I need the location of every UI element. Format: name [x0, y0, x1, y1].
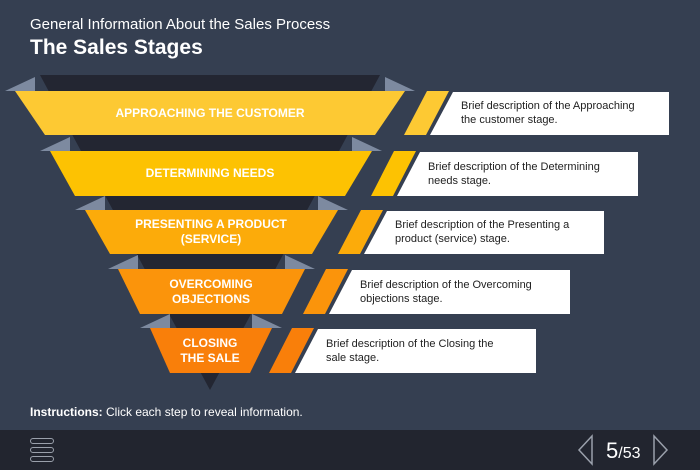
prev-arrow-icon[interactable] — [576, 434, 596, 466]
funnel-stage-5[interactable] — [150, 328, 272, 373]
funnel-side-right — [252, 314, 282, 328]
stage-accent-stripe — [269, 328, 314, 373]
stage-description-1: Brief description of the Approaching the… — [461, 100, 635, 126]
funnel-side-left — [75, 196, 105, 210]
funnel-side-right — [285, 255, 315, 269]
footer-bar: 5/53 — [0, 430, 700, 470]
total-pages: /53 — [618, 445, 641, 462]
description-box — [364, 211, 604, 254]
description-box — [397, 152, 638, 196]
stage-label-5[interactable]: CLOSING THE SALE — [180, 335, 240, 365]
funnel-side-left — [140, 314, 170, 328]
instructions-body: Click each step to reveal information. — [102, 405, 303, 419]
stage-description-2: Brief description of the Determining nee… — [428, 160, 600, 187]
funnel-stage-3[interactable] — [85, 210, 338, 254]
stage-label-1[interactable]: APPROACHING THE CUSTOMER — [115, 105, 305, 120]
funnel-side-left — [108, 255, 138, 269]
menu-button[interactable] — [30, 438, 54, 462]
stage-accent-stripe — [371, 151, 416, 196]
description-box — [295, 329, 536, 373]
stage-label-2[interactable]: DETERMINING NEEDS — [145, 166, 275, 180]
stage-description-3: Brief description of the Presenting a pr… — [395, 219, 570, 245]
funnel-side-right — [385, 77, 415, 91]
stage-accent-stripe — [338, 210, 383, 254]
funnel-diagram — [5, 75, 669, 390]
funnel-stage-4[interactable] — [118, 269, 305, 314]
description-box — [329, 270, 570, 314]
instructions-label: Instructions: — [30, 405, 103, 419]
section-subtitle: General Information About the Sales Proc… — [30, 16, 331, 33]
funnel-side-left — [40, 137, 70, 151]
stage-description-4: Brief description of the Overcoming obje… — [360, 278, 532, 305]
instructions-text: Instructions: Click each step to reveal … — [30, 405, 303, 419]
funnel-side-left — [5, 77, 35, 91]
stage-description-5: Brief description of the Closing the sal… — [326, 337, 494, 364]
description-box — [430, 92, 669, 135]
stage-label-4[interactable]: OVERCOMING OBJECTIONS — [169, 276, 253, 306]
stage-accent-stripe — [404, 91, 449, 135]
funnel-side-right — [352, 137, 382, 151]
page-title: The Sales Stages — [30, 36, 203, 59]
next-arrow-icon[interactable] — [651, 434, 671, 466]
stage-accent-stripe — [303, 269, 348, 314]
funnel-stage-1[interactable] — [15, 91, 405, 135]
stage-label-3[interactable]: PRESENTING A PRODUCT (SERVICE) — [135, 217, 287, 246]
funnel-side-right — [318, 196, 348, 210]
current-page: 5 — [606, 438, 619, 463]
funnel-stage-2[interactable] — [50, 151, 372, 196]
page-counter: 5/53 — [606, 438, 641, 464]
